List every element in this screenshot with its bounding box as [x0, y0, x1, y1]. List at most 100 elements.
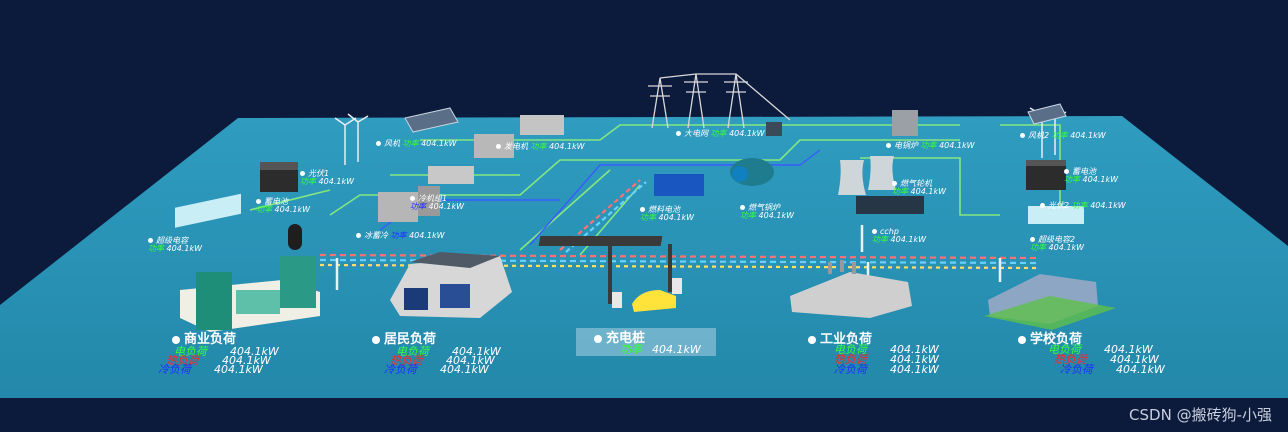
industrial-load-title: 工业负荷 — [808, 333, 872, 346]
residential-load-name: 居民负荷 — [384, 332, 437, 347]
row-value: 404.1kW — [1116, 363, 1165, 376]
equip-value: 404.1kW — [1082, 175, 1118, 184]
equip-value: 404.1kW — [166, 244, 202, 253]
equip-value: 404.1kW — [658, 213, 694, 222]
equip-value: 404.1kW — [318, 177, 354, 186]
watermark: CSDN @搬砖狗-小强 — [1129, 406, 1272, 424]
row-label: 电负荷 — [834, 343, 867, 356]
equip-name: 风机2 — [1028, 131, 1050, 140]
equip-name: 燃气轮机 — [900, 179, 932, 188]
equip-name: 燃气锅炉 — [748, 203, 780, 212]
equip-value: 404.1kW — [910, 187, 946, 196]
row-value: 404.1kW — [652, 343, 701, 356]
supercap1-label[interactable]: 超级电容功率 404.1kW — [148, 237, 202, 253]
row-label: 热负荷 — [834, 353, 867, 366]
equip-value: 404.1kW — [549, 142, 585, 151]
equip-metric-label: 功率 — [640, 213, 656, 222]
row-value: 404.1kW — [446, 354, 495, 367]
charging-panel[interactable]: 充电桩 功率 404.1kW — [576, 328, 716, 356]
grid-towers — [648, 73, 791, 129]
marker-dot — [1020, 133, 1025, 138]
equip-metric-label: 功率 — [148, 244, 164, 253]
pv-panel-1 — [404, 107, 459, 133]
grid-label[interactable]: 大电网 功率 404.1kW — [676, 130, 765, 138]
electric-boiler-label[interactable]: 电锅炉 功率 404.1kW — [886, 142, 975, 150]
row-value: 404.1kW — [890, 353, 939, 366]
marker-dot — [300, 171, 305, 176]
row-label: 冷负荷 — [158, 363, 191, 376]
equip-metric-label: 功率 — [410, 202, 426, 211]
marker-dot — [892, 181, 897, 186]
equip-name: 冰蓄冷 — [364, 231, 388, 240]
residential-elec-row: 电负荷 404.1kW — [396, 346, 501, 357]
equip-value: 404.1kW — [729, 129, 765, 138]
ice-storage-label[interactable]: 冰蓄冷 功率 404.1kW — [356, 232, 445, 240]
pv-panel-2 — [1027, 103, 1067, 125]
buildings — [180, 236, 1116, 332]
equip-metric-label: 功率 — [530, 142, 547, 151]
genset-label[interactable]: 发电机 功率 404.1kW — [496, 143, 585, 151]
equip-name: 蓄电池 — [264, 197, 288, 206]
equip-value: 404.1kW — [409, 231, 445, 240]
fuel-cell-label[interactable]: 燃料电池功率 404.1kW — [640, 206, 694, 222]
gas-boiler-label[interactable]: 燃气锅炉功率 404.1kW — [740, 204, 794, 220]
row-label: 冷负荷 — [384, 363, 417, 376]
commercial-load-title: 商业负荷 — [172, 333, 236, 346]
marker-dot — [372, 335, 380, 344]
equip-metric-label: 功率 — [710, 129, 727, 138]
row-label: 冷负荷 — [1060, 363, 1093, 376]
wind2-label[interactable]: 风机2 功率 404.1kW — [1020, 132, 1106, 140]
row-label: 电负荷 — [174, 345, 207, 358]
marker-dot — [1030, 237, 1035, 242]
row-value: 404.1kW — [452, 345, 501, 358]
commercial-elec-row: 电负荷 404.1kW — [174, 346, 279, 357]
row-label: 电负荷 — [1048, 343, 1081, 356]
row-label: 功率 — [620, 343, 642, 356]
school-cold-row: 冷负荷 404.1kW — [1060, 364, 1165, 375]
battery-label[interactable]: 蓄电池功率 404.1kW — [256, 198, 310, 214]
row-label: 电负荷 — [396, 345, 429, 358]
equip-value: 404.1kW — [421, 139, 457, 148]
marker-dot — [496, 144, 501, 149]
marker-dot — [376, 141, 381, 146]
equip-name: 大电网 — [684, 129, 708, 138]
equip-metric-label: 功率 — [1030, 243, 1046, 252]
equip-name: 光伏1 — [308, 169, 330, 178]
school-load-title: 学校负荷 — [1018, 333, 1082, 346]
row-value: 404.1kW — [1104, 343, 1153, 356]
marker-dot — [1018, 335, 1026, 344]
equip-name: cchp — [880, 227, 899, 236]
row-label: 热负荷 — [1054, 353, 1087, 366]
marker-dot — [1064, 169, 1069, 174]
wind-label[interactable]: 风机 功率 404.1kW — [376, 140, 457, 148]
school-load-name: 学校负荷 — [1030, 332, 1083, 347]
equip-value: 404.1kW — [758, 211, 794, 220]
equip-metric-label: 功率 — [740, 211, 756, 220]
charging-name: 充电桩 — [606, 331, 646, 346]
marker-dot — [1040, 203, 1045, 208]
equip-value: 404.1kW — [274, 205, 310, 214]
row-label: 热负荷 — [390, 354, 423, 367]
battery2-label[interactable]: 蓄电池功率 404.1kW — [1064, 168, 1118, 184]
gas-turbine-label[interactable]: 燃气轮机功率 404.1kW — [892, 180, 946, 196]
equip-metric-label: 功率 — [872, 235, 888, 244]
row-value: 404.1kW — [222, 354, 271, 367]
equip-metric-label: 功率 — [1064, 175, 1080, 184]
equip-metric-label: 功率 — [1071, 201, 1088, 210]
pv2-label[interactable]: 光伏2 功率 404.1kW — [1040, 202, 1126, 210]
equipment-blocks — [175, 110, 1084, 250]
residential-heat-row: 热负荷 404.1kW — [390, 355, 495, 366]
equip-value: 404.1kW — [428, 202, 464, 211]
row-label: 冷负荷 — [834, 363, 867, 376]
row-value: 404.1kW — [230, 345, 279, 358]
